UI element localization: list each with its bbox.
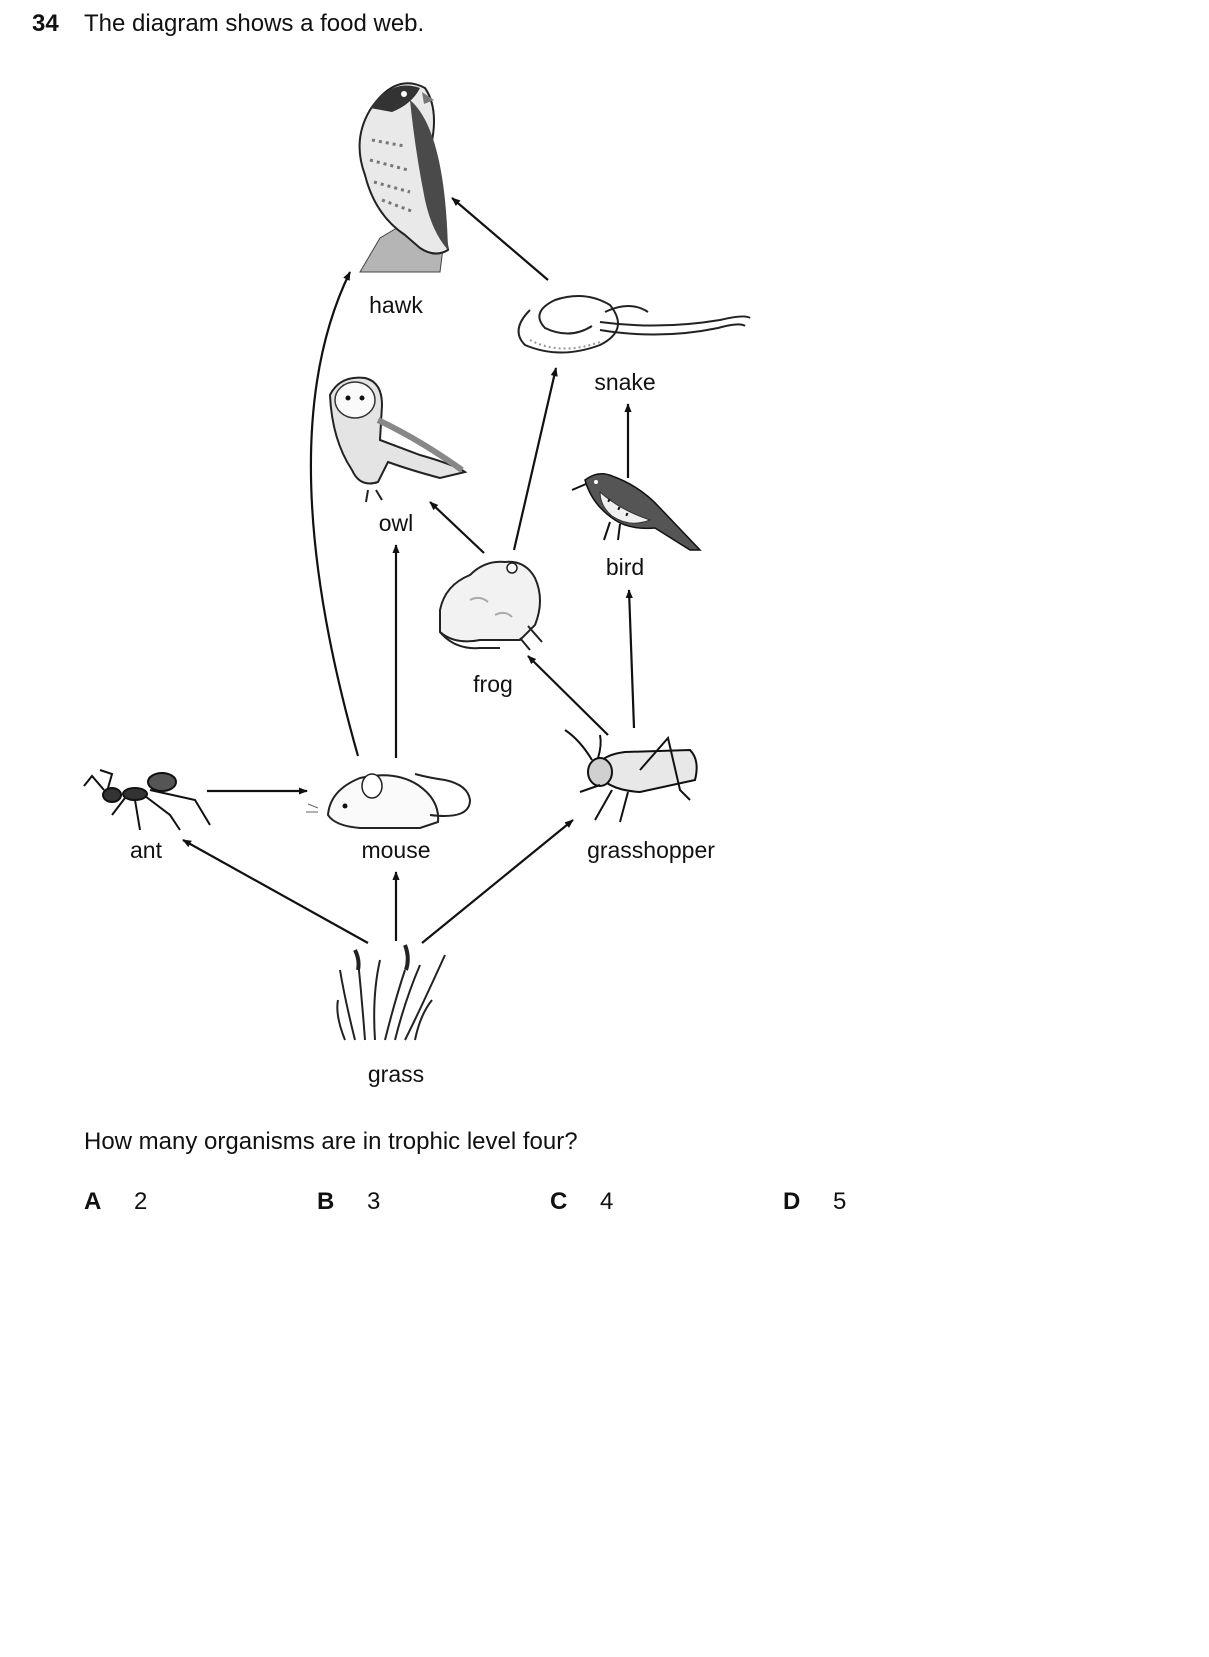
- arrow-frog-to-snake: [512, 367, 558, 551]
- label-bird: bird: [606, 554, 644, 580]
- snake-picture: [517, 295, 751, 354]
- food-web-arrows: [182, 197, 636, 944]
- arrow-grasshopper-to-bird: [625, 589, 636, 729]
- option-value: 5: [833, 1188, 847, 1215]
- bird-picture: [571, 473, 702, 551]
- mouse-picture: [306, 773, 472, 829]
- option-value: 3: [367, 1188, 381, 1215]
- label-grasshopper: grasshopper: [587, 837, 715, 863]
- arrow-grass-to-grasshopper: [421, 819, 574, 944]
- label-grass: grass: [368, 1061, 424, 1087]
- grasshopper-picture: [564, 729, 698, 823]
- label-hawk: hawk: [369, 292, 423, 318]
- frog-picture: [439, 560, 543, 651]
- label-frog: frog: [473, 671, 513, 697]
- label-owl: owl: [379, 510, 414, 536]
- ant-picture: [83, 769, 211, 831]
- arrow-grasshopper-to-frog: [527, 655, 609, 736]
- food-web-diagram: hawk snake owl bird frog ant mouse grass…: [83, 82, 751, 1087]
- option-letter: B: [317, 1188, 335, 1215]
- option-letter: A: [84, 1188, 102, 1215]
- arrow-mouse-to-hawk: [309, 271, 360, 757]
- option-value: 4: [600, 1188, 614, 1215]
- grass-picture: [336, 944, 446, 1041]
- label-ant: ant: [130, 837, 163, 863]
- question-number: 34: [32, 10, 59, 37]
- question-intro: The diagram shows a food web.: [84, 10, 425, 37]
- option-letter: D: [783, 1188, 801, 1215]
- arrow-frog-to-owl: [429, 501, 485, 554]
- arrow-grass-to-ant: [182, 839, 369, 944]
- label-mouse: mouse: [361, 837, 430, 863]
- arrow-snake-to-hawk: [451, 197, 549, 281]
- option-value: 2: [134, 1188, 148, 1215]
- option-letter: C: [550, 1188, 568, 1215]
- label-snake: snake: [594, 369, 655, 395]
- owl-picture: [328, 376, 468, 503]
- question-prompt: How many organisms are in trophic level …: [84, 1128, 578, 1155]
- hawk-picture: [358, 82, 450, 273]
